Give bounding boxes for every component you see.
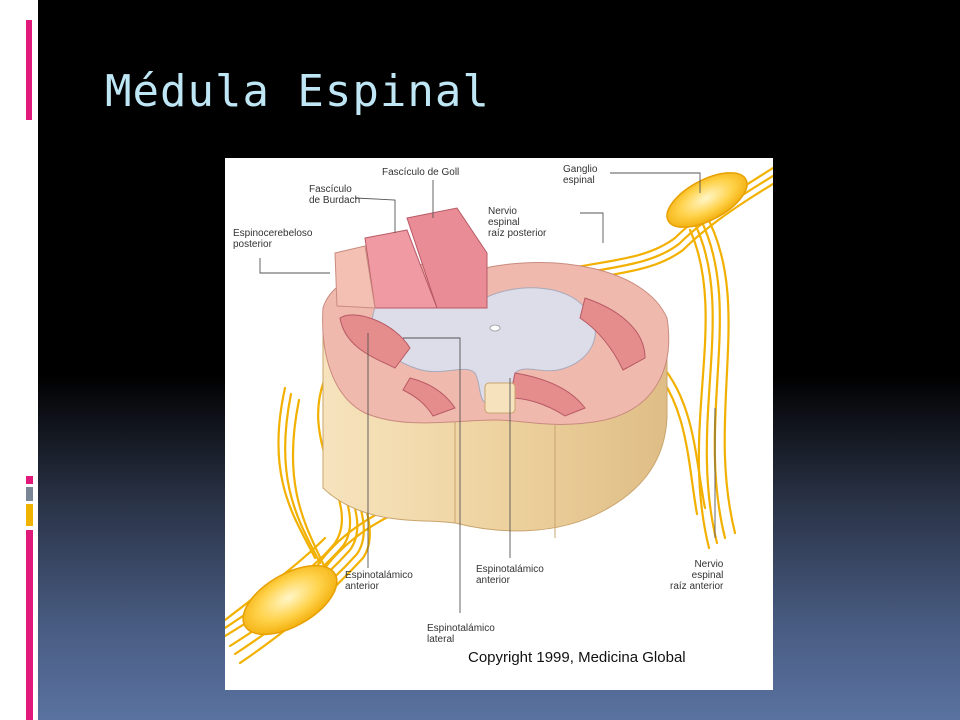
label-espinocerebeloso-posterior: Espinocerebeloso posterior: [233, 228, 313, 250]
accent-bar-magenta-small: [26, 476, 33, 484]
spinal-ganglion-right: [666, 172, 748, 228]
spinal-ganglion-left: [242, 564, 338, 636]
anterior-tract: [509, 372, 586, 417]
label-fasciculo-goll: Fascículo de Goll: [382, 167, 460, 178]
accent-bar-gray: [26, 487, 33, 501]
accent-bar-gold: [26, 504, 33, 526]
cord-fissure: [454, 408, 556, 538]
accent-bar-magenta-top: [26, 20, 32, 120]
accent-bar-magenta-bottom: [26, 530, 33, 720]
anterior-root-stub: [484, 382, 516, 414]
leader-lines: [259, 172, 716, 613]
label-nervio-raiz-anterior: Nervio espinal raíz anterior: [670, 559, 724, 592]
lateral-tract-right: [579, 297, 646, 371]
label-fasciculo-burdach: Fascículo de Burdach: [309, 184, 361, 206]
slide-title: Médula Espinal: [105, 66, 490, 117]
lateral-tract-left: [339, 314, 411, 369]
spinocerebellar-tract: [334, 245, 376, 309]
spinal-cord-illustration: Fascículo de Goll Fascículo de Burdach E…: [225, 158, 773, 690]
label-nervio-raiz-posterior: Nervio espinal raíz posterior: [488, 206, 547, 239]
grey-matter: [371, 285, 596, 409]
goll-fasciculus: [406, 207, 488, 309]
label-espinotalamico-lateral: Espinotalámico lateral: [427, 623, 495, 645]
anterior-tract-left: [402, 377, 456, 417]
central-canal: [489, 324, 501, 332]
label-espinotalamico-anterior-left: Espinotalámico anterior: [345, 570, 413, 592]
spinal-cord-drawing: [225, 166, 773, 665]
label-ganglio-espinal: Ganglio espinal: [563, 164, 598, 186]
copyright-notice: Copyright 1999, Medicina Global: [468, 649, 686, 666]
label-espinotalamico-anterior-right: Espinotalámico anterior: [476, 564, 544, 586]
